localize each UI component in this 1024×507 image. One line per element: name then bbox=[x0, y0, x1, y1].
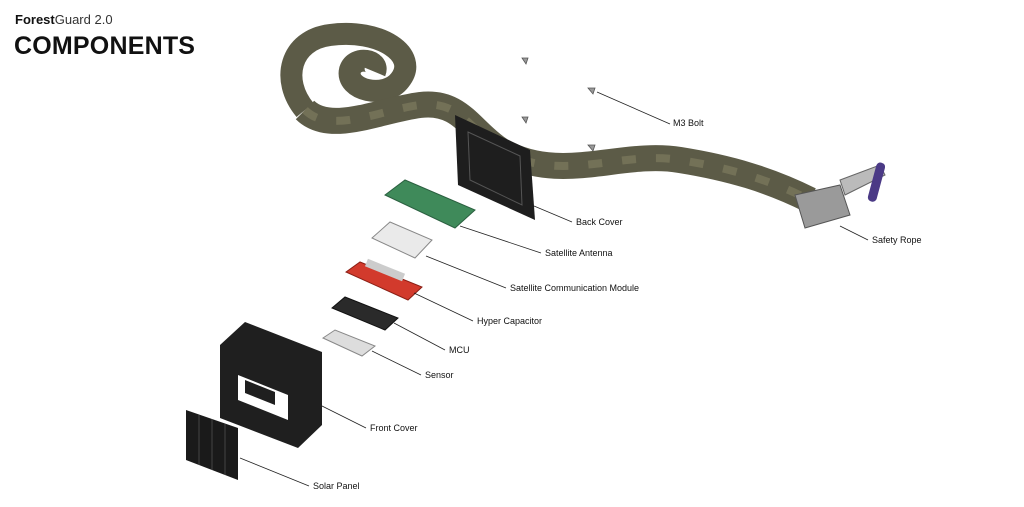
label-satellite-module: Satellite Communication Module bbox=[510, 283, 640, 293]
satellite-antenna-board bbox=[384, 179, 476, 229]
back-cover bbox=[455, 115, 535, 220]
solar-panel bbox=[186, 410, 238, 480]
label-satellite-antenna: Satellite Antenna bbox=[545, 248, 613, 258]
label-mcu: MCU bbox=[449, 345, 470, 355]
label-sensor: Sensor bbox=[425, 370, 454, 380]
label-back-cover: Back Cover bbox=[576, 217, 623, 227]
satellite-module-board bbox=[371, 221, 433, 259]
label-front-cover: Front Cover bbox=[370, 423, 418, 433]
brand-name: ForestGuard 2.0 bbox=[15, 12, 113, 27]
safety-rope-strap bbox=[280, 22, 816, 212]
leader-lines bbox=[239, 91, 869, 487]
ratchet-buckle bbox=[794, 162, 886, 229]
sensor-board bbox=[321, 329, 377, 357]
brand-bold: Forest bbox=[15, 12, 55, 27]
brand-light: Guard 2.0 bbox=[54, 12, 113, 27]
label-safety-rope: Safety Rope bbox=[872, 235, 922, 245]
label-solar-panel: Solar Panel bbox=[313, 481, 360, 491]
page-title: COMPONENTS bbox=[14, 32, 196, 60]
label-m3-bolt: M3 Bolt bbox=[673, 118, 704, 128]
m3-bolts bbox=[521, 57, 596, 152]
mcu-board bbox=[331, 296, 399, 331]
label-hyper-capacitor: Hyper Capacitor bbox=[477, 316, 543, 326]
hyper-capacitor-board bbox=[345, 261, 423, 301]
front-cover bbox=[220, 322, 322, 448]
